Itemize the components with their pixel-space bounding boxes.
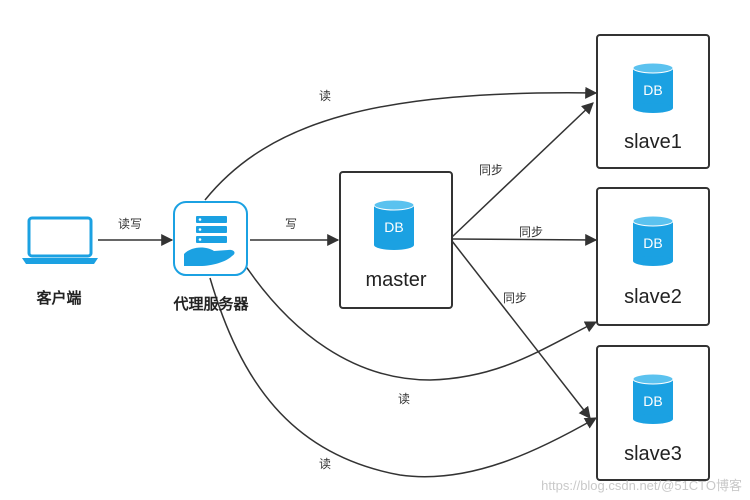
- edge-sync-slave3: [451, 240, 591, 419]
- master-label: master: [365, 269, 426, 291]
- database-icon: DB: [373, 199, 415, 250]
- database-icon: DB: [632, 373, 674, 424]
- edge-labels: 读写 写 读 读 读 同步 同步 同步: [118, 89, 543, 471]
- slave2-label: slave2: [624, 286, 682, 308]
- edge-label-read-slave3: 读: [319, 457, 331, 471]
- proxy-node: 代理服务器: [172, 201, 249, 313]
- slave2-db-text: DB: [643, 235, 662, 251]
- client-node: 客户端: [22, 216, 98, 307]
- slave2-node: DB slave2: [596, 187, 710, 326]
- watermark-text: https://blog.csdn.net/@51CTO博客: [541, 478, 742, 493]
- client-label: 客户端: [35, 289, 81, 307]
- edge-label-read-slave1: 读: [319, 89, 331, 103]
- laptop-icon: [22, 216, 98, 264]
- database-icon: DB: [632, 62, 674, 113]
- slave3-db-text: DB: [643, 393, 662, 409]
- edge-label-sync-slave1: 同步: [479, 163, 503, 177]
- edge-sync-slave1: [451, 102, 594, 238]
- edge-label-read-slave2: 读: [398, 392, 410, 406]
- master-node: DB master: [339, 171, 453, 309]
- proxy-label: 代理服务器: [172, 295, 249, 313]
- slave1-node: DB slave1: [596, 34, 710, 169]
- edges: [98, 86, 598, 478]
- edge-read-slave3: [209, 277, 598, 478]
- slave1-db-text: DB: [643, 82, 662, 98]
- edge-read-slave2: [231, 244, 598, 381]
- edge-read-slave1: [204, 86, 598, 201]
- edge-label-sync-slave3: 同步: [503, 291, 527, 305]
- database-icon: DB: [632, 215, 674, 266]
- server-icon: [173, 201, 248, 276]
- edge-label-proxy-master: 写: [285, 217, 297, 231]
- edge-label-client-proxy: 读写: [118, 217, 142, 231]
- edge-label-sync-slave2: 同步: [519, 225, 543, 239]
- slave1-label: slave1: [624, 131, 682, 153]
- slave3-label: slave3: [624, 443, 682, 465]
- master-db-text: DB: [384, 219, 403, 235]
- slave3-node: DB slave3: [596, 345, 710, 481]
- edge-sync-slave2: [451, 233, 598, 246]
